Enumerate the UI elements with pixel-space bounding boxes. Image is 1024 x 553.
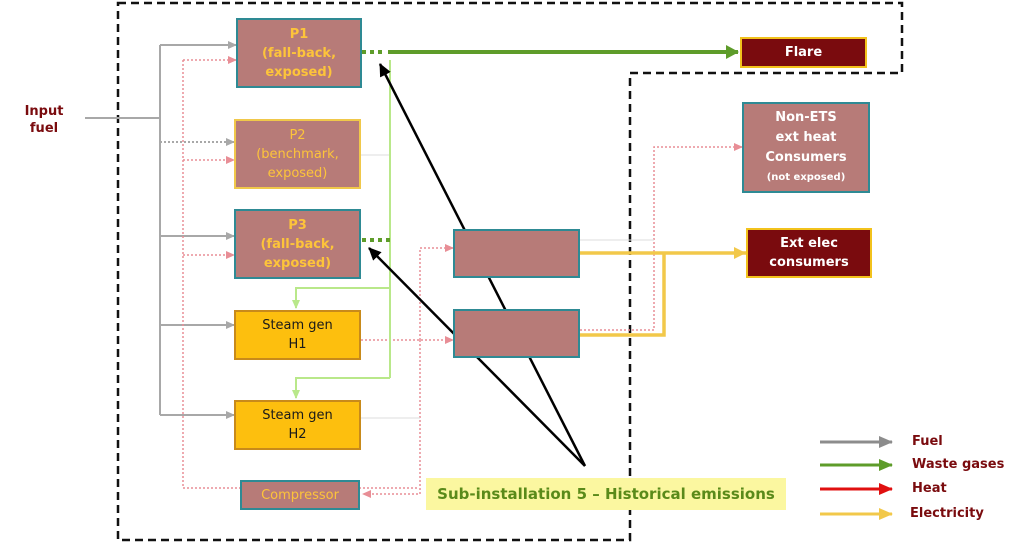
process-p1: P1 (fall-back, exposed) (236, 18, 362, 88)
non-ets-main-label: Non-ETS ext heat Consumers (765, 109, 847, 165)
installation-boundary (116, 1, 904, 542)
waste-gas-lines (362, 45, 739, 242)
fuel-lines (85, 41, 237, 419)
steam-lines (292, 60, 391, 399)
subinstallation-label: Sub-installation 5 – Historical emission… (426, 478, 786, 510)
ext-elec-consumers: Ext elec consumers (746, 228, 872, 278)
faint-lines (361, 154, 654, 419)
unlabeled-unit-upper (453, 229, 580, 278)
non-ets-sub-label: (not exposed) (766, 171, 846, 183)
legend-label-waste-gases: Waste gases (912, 457, 1005, 472)
legend-label-heat: Heat (912, 481, 947, 496)
non-ets-heat-consumers: Non-ETS ext heat Consumers (not exposed) (742, 102, 870, 193)
flare: Flare (740, 37, 867, 68)
legend-arrows (820, 436, 893, 520)
steam-gen-h1: Steam gen H1 (234, 310, 361, 360)
legend-label-electricity: Electricity (910, 506, 984, 521)
compressor: Compressor (240, 480, 360, 510)
legend-label-fuel: Fuel (912, 434, 943, 449)
process-p3: P3 (fall-back, exposed) (234, 209, 361, 279)
unlabeled-unit-lower (453, 309, 580, 358)
input-fuel-label: Input fuel (24, 104, 64, 136)
steam-gen-h2: Steam gen H2 (234, 400, 361, 450)
electricity-lines (580, 247, 746, 337)
process-p2: P2 (benchmark, exposed) (234, 119, 361, 189)
